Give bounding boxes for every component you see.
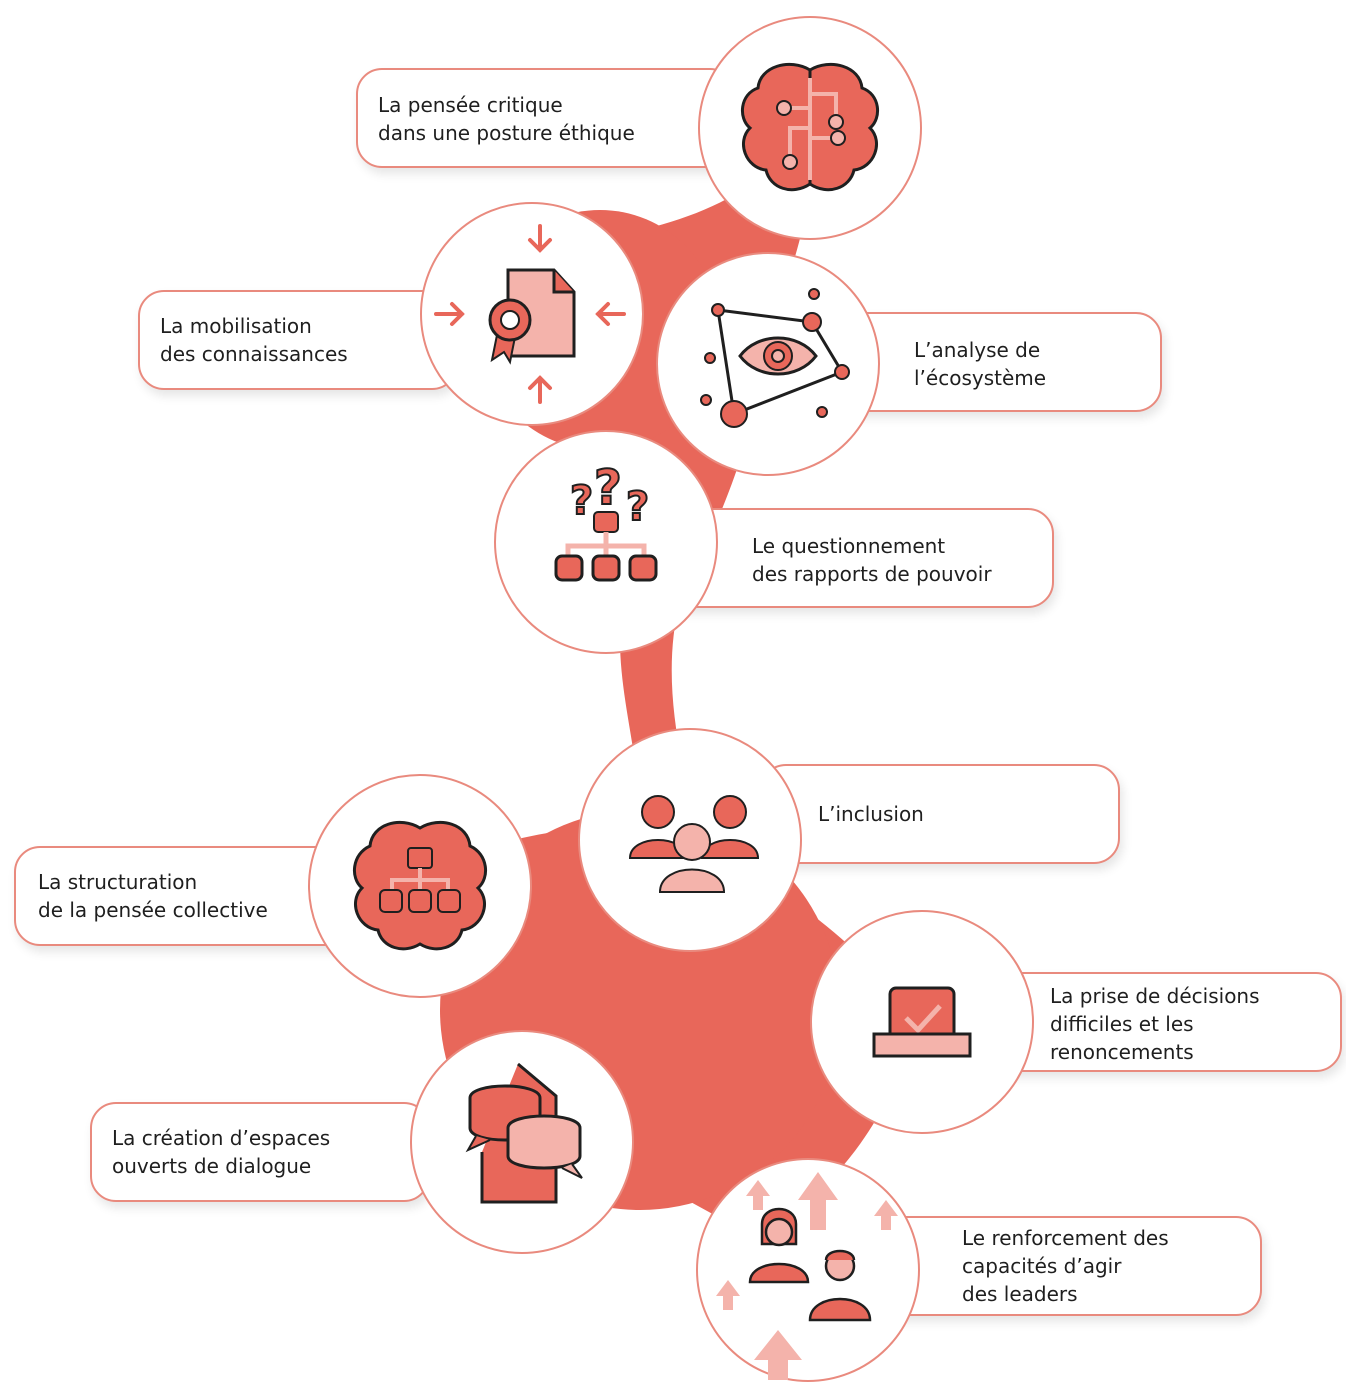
svg-text:?: ? — [626, 484, 649, 530]
svg-text:?: ? — [570, 478, 593, 524]
pill-power — [660, 508, 1054, 608]
brain-hierarchy-icon — [353, 820, 487, 951]
question-hierarchy-icon: ? ? ? — [554, 459, 658, 582]
speech-bubbles-icon — [465, 1062, 583, 1204]
node-knowledge — [420, 202, 644, 426]
node-power: ? ? ? — [494, 430, 718, 654]
pill-critical-thinking — [356, 68, 736, 168]
pill-collective — [14, 846, 356, 946]
ballot-check-icon — [872, 986, 972, 1058]
pill-leaders — [860, 1216, 1262, 1316]
svg-text:?: ? — [594, 460, 622, 516]
node-ecosystem — [656, 252, 880, 476]
node-dialogue — [410, 1030, 634, 1254]
document-certificate-icon — [434, 224, 626, 404]
node-inclusion — [578, 728, 802, 952]
group-people-icon — [628, 795, 760, 893]
eye-network-icon — [700, 288, 850, 428]
node-critical-thinking — [698, 16, 922, 240]
pill-knowledge — [138, 290, 458, 390]
leaders-growth-icon — [716, 1172, 898, 1380]
node-leaders — [696, 1158, 920, 1382]
node-collective — [308, 774, 532, 998]
brain-circuit-icon — [741, 62, 879, 192]
pill-dialogue — [90, 1102, 430, 1202]
label-inclusion: L’inclusion — [818, 802, 924, 826]
node-decisions — [810, 910, 1034, 1134]
pill-inclusion — [760, 764, 1120, 864]
